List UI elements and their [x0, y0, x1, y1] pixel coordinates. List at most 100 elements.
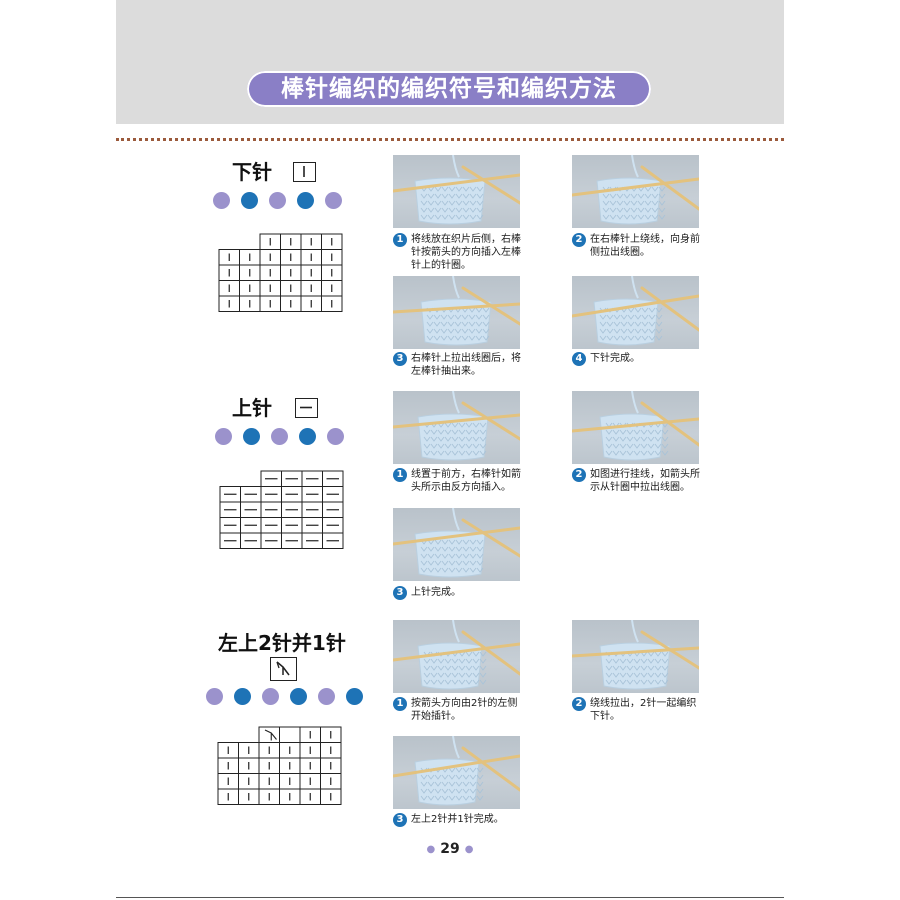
stitch-texture — [462, 539, 470, 545]
step-purl-2: 2 如图进行挂线，如箭头所示从针圈中拉出线圈。 — [572, 468, 702, 494]
stitch-texture — [444, 429, 452, 435]
stitch-texture — [627, 328, 635, 334]
knitting-needle — [461, 630, 520, 676]
stitch-texture — [455, 788, 463, 794]
stitch-texture — [448, 553, 456, 559]
stitch-texture — [627, 335, 635, 341]
stitch-texture — [462, 207, 470, 213]
stitch-texture — [482, 314, 490, 320]
stitch-texture — [434, 795, 442, 801]
stitch-texture — [469, 560, 477, 566]
stitch-texture — [654, 443, 662, 449]
stitch-texture — [637, 200, 645, 206]
stitch-texture — [602, 200, 610, 206]
stitch-texture — [454, 321, 462, 327]
stitch-texture — [444, 665, 452, 671]
stitch-texture — [434, 193, 442, 199]
stitch-texture — [426, 335, 434, 341]
stitch-texture — [468, 335, 476, 341]
stitch-texture — [612, 665, 620, 671]
stitch-texture — [479, 450, 487, 456]
stitch-texture — [634, 307, 642, 313]
stitch-texture — [606, 335, 614, 341]
purl-stitch-symbol-icon — [295, 398, 318, 418]
step-number-badge: 1 — [393, 468, 407, 482]
stitch-texture — [462, 767, 470, 773]
knitting-photo-illustration — [572, 620, 699, 690]
stitch-texture — [427, 553, 435, 559]
stitch-texture — [640, 429, 648, 435]
stitch-texture — [468, 328, 476, 334]
step-number-badge: 4 — [572, 352, 586, 366]
difficulty-dot — [269, 192, 286, 209]
difficulty-dot — [234, 688, 251, 705]
stitch-texture — [434, 207, 442, 213]
stitch-texture — [613, 321, 621, 327]
stitch-texture — [620, 335, 628, 341]
stitch-texture — [634, 328, 642, 334]
difficulty-dot — [262, 688, 279, 705]
stitch-texture — [658, 214, 666, 220]
page-number: ●29● — [400, 841, 500, 857]
stitch-texture — [423, 679, 431, 685]
knitting-photo-illustration — [393, 391, 520, 461]
stitch-texture — [427, 788, 435, 794]
stitch-texture — [451, 422, 459, 428]
stitch-texture — [469, 214, 477, 220]
stitch-texture — [468, 314, 476, 320]
difficulty-dot — [271, 428, 288, 445]
stitch-texture — [458, 651, 466, 657]
stitch-texture — [462, 560, 470, 566]
stitch-texture — [462, 214, 470, 220]
stitch-texture — [444, 658, 452, 664]
stitch-texture — [444, 679, 452, 685]
stitch-texture — [647, 450, 655, 456]
stitch-texture — [469, 567, 477, 573]
knitting-photo-illustration — [393, 276, 520, 346]
stitch-texture — [651, 200, 659, 206]
stitch-texture — [444, 443, 452, 449]
stitch-texture — [427, 186, 435, 192]
stitch-texture — [647, 679, 655, 685]
stitch-texture — [640, 651, 648, 657]
photo-purl-step-1 — [393, 391, 520, 464]
stitch-texture — [630, 207, 638, 213]
stitch-texture — [465, 429, 473, 435]
bullet-icon: ● — [426, 843, 436, 855]
stitch-texture — [599, 335, 607, 341]
stitch-texture — [476, 539, 484, 545]
stitch-texture — [626, 443, 634, 449]
stitch-texture — [448, 788, 456, 794]
stitch-texture — [476, 186, 484, 192]
stitch-texture — [455, 767, 463, 773]
stitch-texture — [448, 774, 456, 780]
stitch-texture — [427, 567, 435, 573]
stitch-texture — [437, 672, 445, 678]
stitch-texture — [654, 665, 662, 671]
stitch-texture — [641, 314, 649, 320]
stitch-texture — [441, 186, 449, 192]
stitch-texture — [437, 429, 445, 435]
stitch-texture — [620, 321, 628, 327]
section-title-knit: 下针 — [232, 160, 272, 184]
stitch-texture — [420, 560, 428, 566]
knitting-needle — [393, 413, 520, 429]
stitch-texture — [623, 200, 631, 206]
yarn-strand — [631, 155, 639, 178]
knitting-needle — [393, 173, 520, 193]
stitch-texture — [623, 214, 631, 220]
difficulty-dot — [206, 688, 223, 705]
stitch-texture — [441, 193, 449, 199]
stitch-texture — [462, 186, 470, 192]
stitch-texture — [423, 665, 431, 671]
stitch-texture — [472, 450, 480, 456]
knitting-needle — [572, 646, 699, 658]
stitch-texture — [602, 214, 610, 220]
stitch-texture — [661, 450, 669, 456]
stitch-texture — [482, 321, 490, 327]
stitch-texture — [619, 665, 627, 671]
stitch-texture — [644, 214, 652, 220]
stitch-texture — [433, 328, 441, 334]
stitch-texture — [469, 767, 477, 773]
stitch-texture — [609, 214, 617, 220]
